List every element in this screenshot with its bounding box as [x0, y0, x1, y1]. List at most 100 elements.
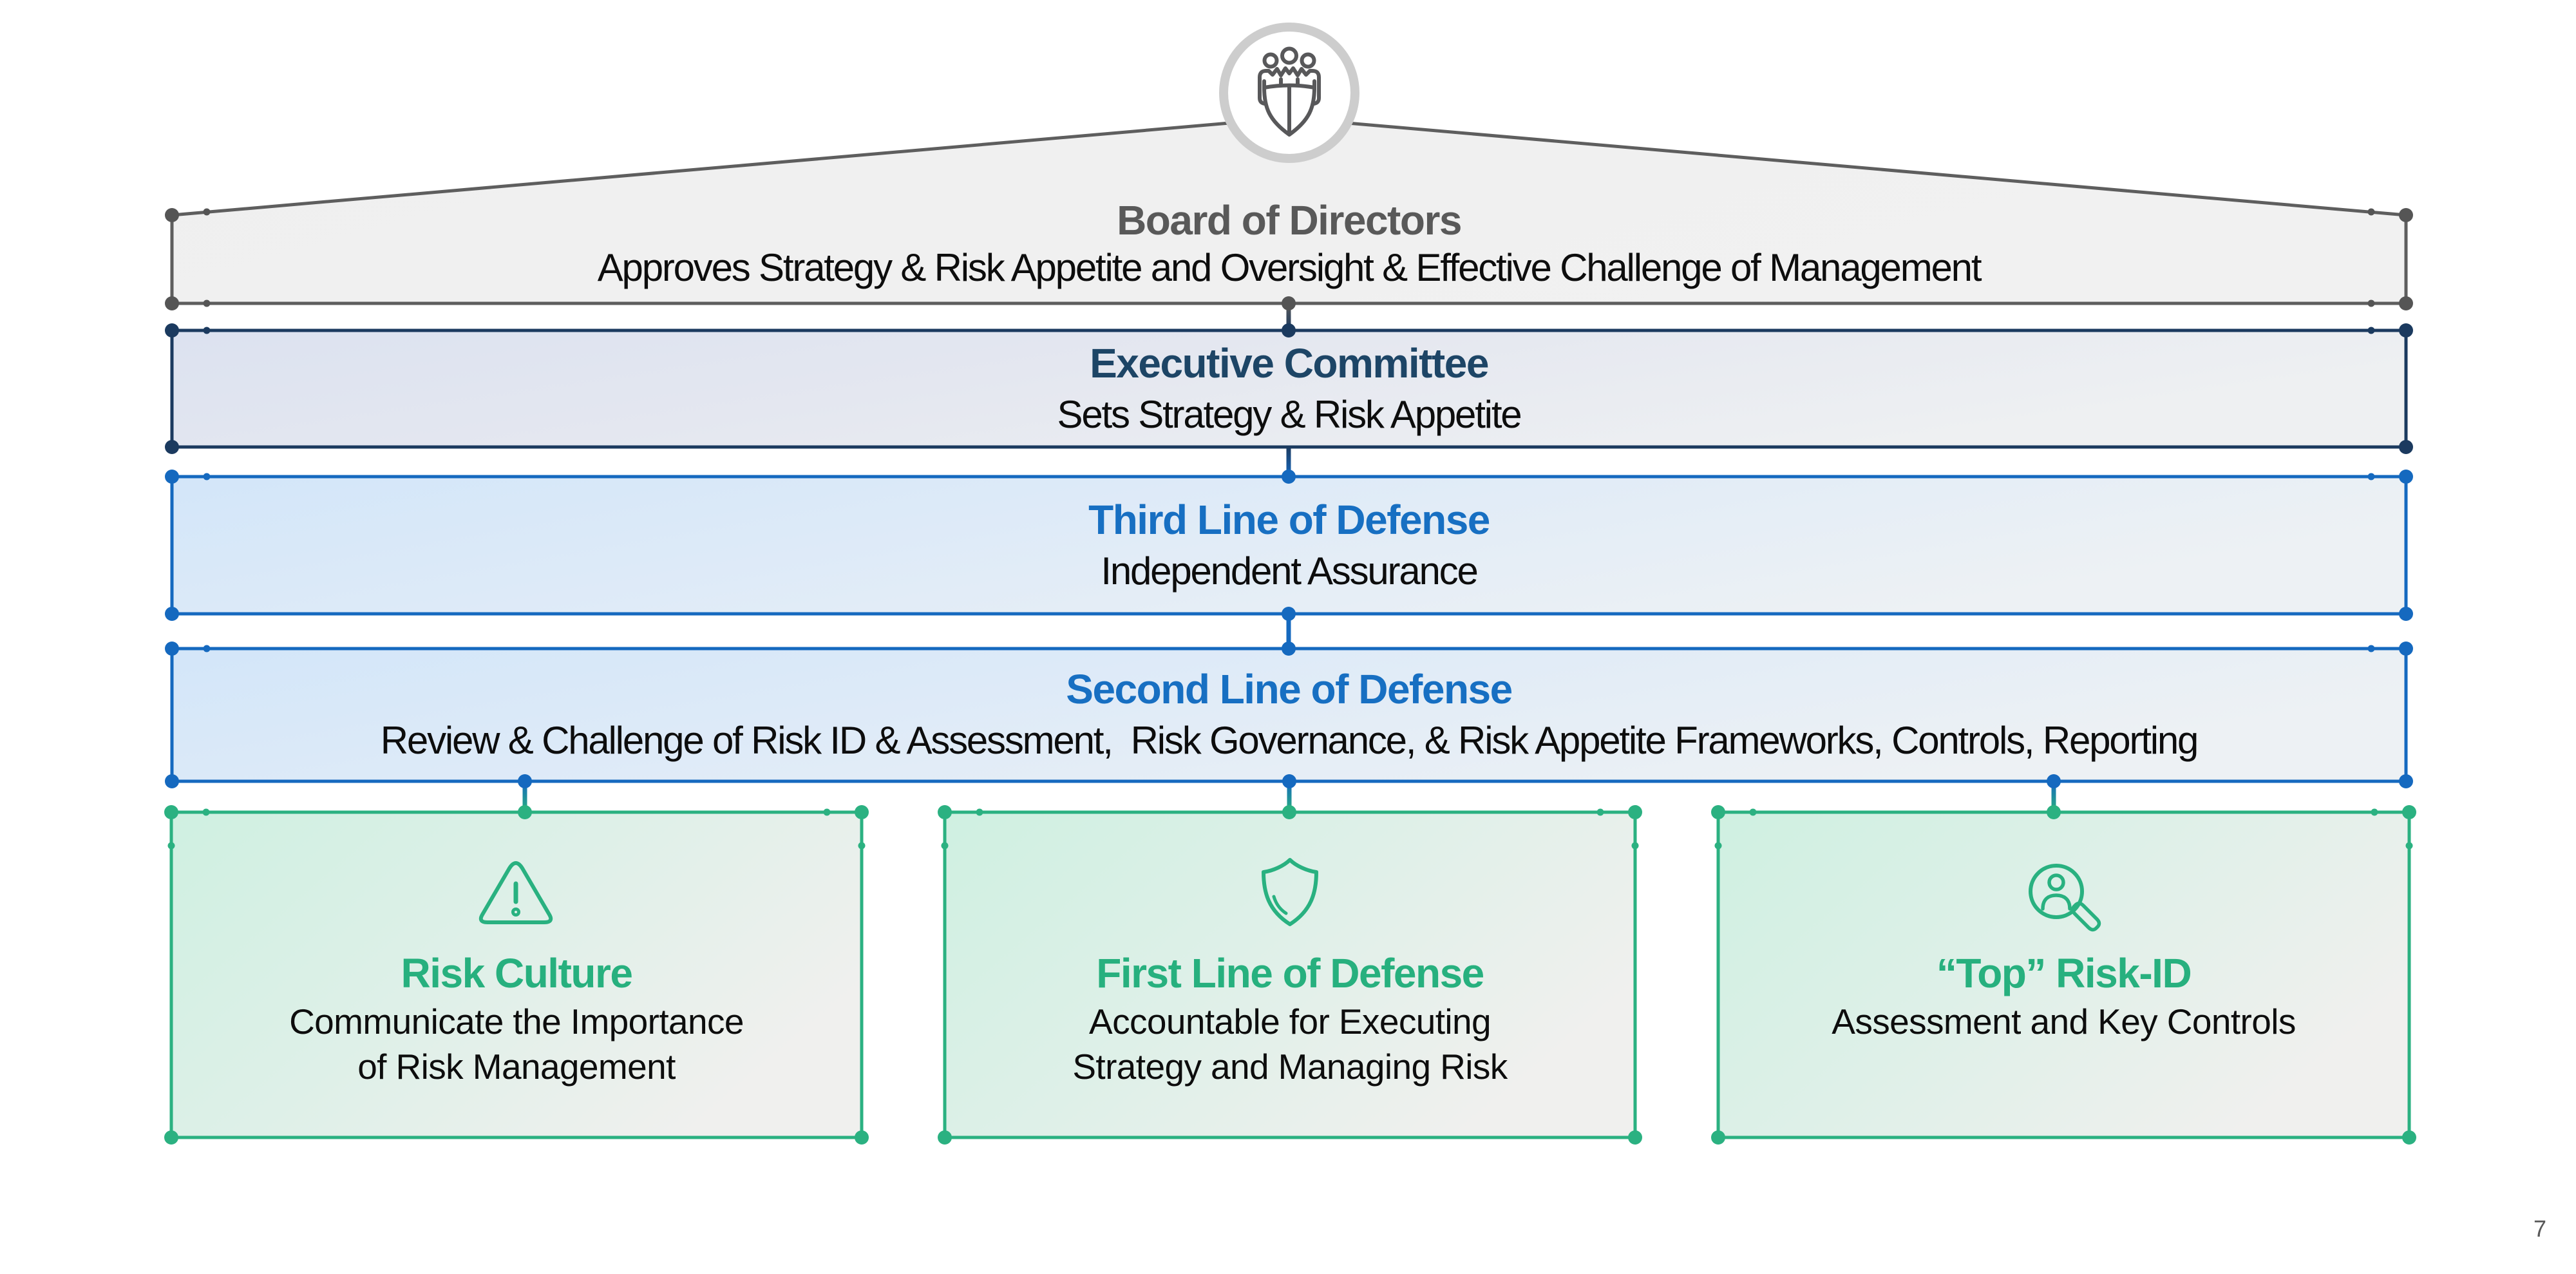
second-line-section: Second Line of Defense Review & Challeng…	[172, 649, 2406, 781]
edge-dot	[2367, 473, 2375, 480]
first-line-box	[943, 810, 1637, 1139]
board-badge	[1219, 23, 1359, 163]
corner-dot	[165, 296, 179, 310]
executive-title: Executive Committee	[1090, 339, 1489, 386]
person-magnifier-icon-part	[2029, 864, 2084, 919]
corner-dot	[1711, 805, 1725, 819]
shield-icon	[1262, 858, 1318, 926]
person-magnifier-icon	[2029, 864, 2101, 932]
corner-dot	[855, 805, 869, 819]
warning-triangle-icon	[478, 861, 553, 924]
corner-dot	[2402, 805, 2416, 819]
risk-culture-title: Risk Culture	[401, 950, 633, 996]
corner-dot	[2399, 470, 2413, 484]
risk-culture-box	[169, 810, 864, 1139]
board-subtitle: Approves Strategy & Risk Appetite and Ov…	[597, 246, 1982, 289]
first-line-subtitle: Accountable for Executing Strategy and M…	[1072, 1002, 1508, 1087]
connector-dot	[1282, 323, 1296, 338]
warning-triangle-icon-part	[478, 861, 553, 924]
corner-dot	[165, 642, 179, 656]
second-line-subtitle: Review & Challenge of Risk ID & Assessme…	[380, 719, 2199, 762]
corner-dot	[2399, 296, 2413, 310]
person-magnifier-icon-part	[2047, 873, 2065, 891]
top-risk-id-section: “Top” Risk-ID Assessment and Key Control…	[1718, 948, 2409, 1044]
corner-dot	[2399, 607, 2413, 621]
corner-dot	[2399, 440, 2413, 454]
risk-culture-section: Risk Culture Communicate the Importance …	[171, 948, 862, 1089]
shield-icon-part	[1262, 858, 1318, 926]
risk-culture-subtitle: Communicate the Importance of Risk Manag…	[289, 1002, 744, 1087]
connector-second-top-risk-id	[2051, 781, 2056, 812]
corner-dot	[164, 805, 178, 819]
corner-dot	[2399, 774, 2413, 788]
executive-committee-box	[170, 328, 2408, 449]
corner-dot	[2399, 642, 2413, 656]
connector-dot	[1282, 805, 1296, 819]
corner-dot	[165, 323, 179, 338]
connector-dot	[1282, 296, 1296, 310]
corner-dot	[1628, 1130, 1642, 1145]
third-line-section: Third Line of Defense Independent Assura…	[172, 477, 2406, 614]
connector-board-executive	[1286, 303, 1291, 330]
second-line-title: Second Line of Defense	[1066, 666, 1513, 712]
edge-dot	[858, 842, 866, 850]
executive-dots	[165, 323, 2413, 454]
connector-dot	[2047, 774, 2061, 788]
edge-dot	[203, 473, 211, 480]
edge-dot	[2405, 842, 2413, 850]
edge-dot	[2367, 327, 2375, 334]
edge-dot	[202, 808, 210, 816]
warning-triangle-icon-part	[511, 908, 520, 917]
connector-dot	[518, 805, 532, 819]
team-shield-icon	[1258, 46, 1321, 137]
edge-dot	[941, 842, 949, 850]
corner-dot	[2399, 323, 2413, 338]
first-line-section: First Line of Defense Accountable for Ex…	[945, 948, 1635, 1089]
first-line-title: First Line of Defense	[1096, 950, 1484, 996]
green-box-dots	[164, 805, 2416, 1145]
edge-dot	[2367, 208, 2375, 216]
edge-dot	[1749, 808, 1757, 816]
edge-dot	[203, 208, 211, 216]
third-line-dots	[165, 470, 2413, 621]
connector-dot	[1282, 774, 1296, 788]
third-line-subtitle: Independent Assurance	[1101, 549, 1479, 593]
corner-dot	[165, 470, 179, 484]
connector-second-first-line	[1287, 781, 1292, 812]
top-risk-id-subtitle: Assessment and Key Controls	[1832, 1002, 2296, 1041]
connector-dot	[1282, 642, 1296, 656]
executive-committee-section: Executive Committee Sets Strategy & Risk…	[172, 330, 2406, 447]
top-risk-id-title: “Top” Risk-ID	[1936, 950, 2192, 996]
board-of-directors-section: Board of Directors Approves Strategy & R…	[172, 196, 2406, 292]
person-magnifier-icon-part	[2070, 901, 2101, 932]
person-magnifier-icon-part	[2041, 893, 2072, 911]
connector-dot	[2047, 805, 2061, 819]
edge-dot	[2371, 808, 2378, 816]
second-line-box	[170, 647, 2408, 783]
edge-dot	[203, 645, 211, 652]
connector-second-risk-culture	[522, 781, 527, 812]
corner-dot	[164, 1130, 178, 1145]
connector-third-second	[1286, 614, 1291, 649]
page-number: 7	[2533, 1215, 2546, 1242]
edge-dot	[976, 808, 983, 816]
team-shield-icon-part	[1262, 52, 1279, 69]
roof-dots	[165, 208, 2413, 310]
edge-dot	[2367, 299, 2375, 307]
shield-icon-part	[1272, 895, 1288, 915]
edge-dot	[823, 808, 831, 816]
corner-dot	[2402, 1130, 2416, 1145]
corner-dot	[165, 208, 179, 222]
edge-dot	[1631, 842, 1639, 850]
edge-dot	[203, 299, 211, 307]
corner-dot	[1711, 1130, 1725, 1145]
edge-dot	[2367, 645, 2375, 652]
team-shield-icon-part	[1300, 52, 1316, 69]
corner-dot	[2399, 208, 2413, 222]
corner-dot	[165, 440, 179, 454]
edge-dot	[203, 327, 211, 334]
board-roof-shape	[170, 116, 2408, 305]
edge-dot	[1596, 808, 1604, 816]
